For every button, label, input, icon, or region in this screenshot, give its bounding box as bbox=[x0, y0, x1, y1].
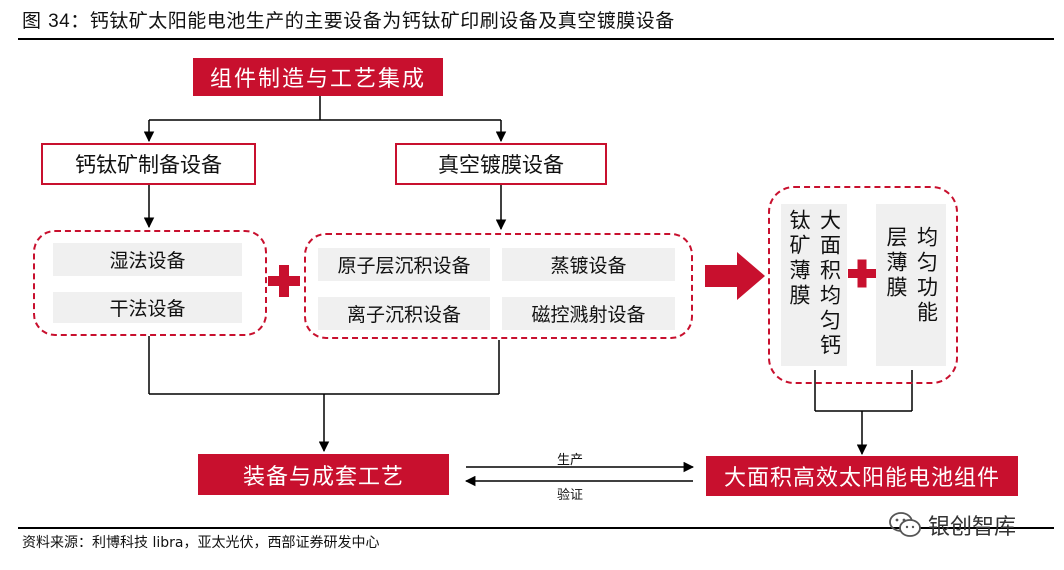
figure-title: 图 34：钙钛矿太阳能电池生产的主要设备为钙钛矿印刷设备及真空镀膜设备 bbox=[22, 6, 675, 33]
node-magnetron-sputtering: 磁控溅射设备 bbox=[502, 297, 675, 330]
group-perovskite-methods bbox=[33, 230, 267, 336]
plus-sign-right-v bbox=[857, 259, 867, 288]
node-large-area-film-label: 大面积均匀钙钛矿薄膜 bbox=[787, 209, 842, 359]
arrow-label-produce: 生产 bbox=[557, 453, 584, 468]
node-functional-film: 均匀功能层薄膜 bbox=[876, 204, 946, 366]
node-solar-module: 大面积高效太阳能电池组件 bbox=[706, 456, 1018, 496]
node-large-area-film: 大面积均匀钙钛矿薄膜 bbox=[781, 204, 847, 366]
watermark-logo: 银创智库 bbox=[888, 509, 1016, 541]
figure-number: 34 bbox=[48, 11, 71, 32]
node-wet-process: 湿法设备 bbox=[53, 243, 242, 276]
node-ald: 原子层沉积设备 bbox=[318, 248, 490, 281]
watermark-logo-text: 银创智库 bbox=[928, 515, 1017, 540]
node-equipment-process: 装备与成套工艺 bbox=[198, 454, 449, 495]
figure-title-text: ：钙钛矿太阳能电池生产的主要设备为钙钛矿印刷设备及真空镀膜设备 bbox=[70, 10, 675, 32]
arrow-label-verify: 验证 bbox=[557, 488, 584, 503]
node-dry-process: 干法设备 bbox=[53, 292, 242, 323]
figure-title-prefix: 图 bbox=[22, 10, 42, 32]
node-perovskite-equipment: 钙钛矿制备设备 bbox=[41, 143, 256, 185]
footer-rule bbox=[18, 527, 1054, 529]
node-ion-deposition: 离子沉积设备 bbox=[318, 297, 490, 330]
wechat-icon bbox=[889, 512, 921, 537]
group-films bbox=[768, 186, 958, 384]
node-module-integration: 组件制造与工艺集成 bbox=[193, 58, 443, 96]
node-vacuum-equipment: 真空镀膜设备 bbox=[395, 143, 607, 185]
big-red-arrow bbox=[705, 252, 765, 300]
source-note: 资料来源：利博科技 libra，亚太光伏，西部证券研发中心 bbox=[22, 535, 380, 551]
plus-sign-left-v bbox=[279, 265, 289, 297]
group-vacuum-methods bbox=[304, 233, 693, 339]
title-rule bbox=[18, 38, 1054, 40]
node-evaporation: 蒸镀设备 bbox=[502, 248, 675, 281]
node-functional-film-label: 均匀功能层薄膜 bbox=[884, 226, 939, 326]
